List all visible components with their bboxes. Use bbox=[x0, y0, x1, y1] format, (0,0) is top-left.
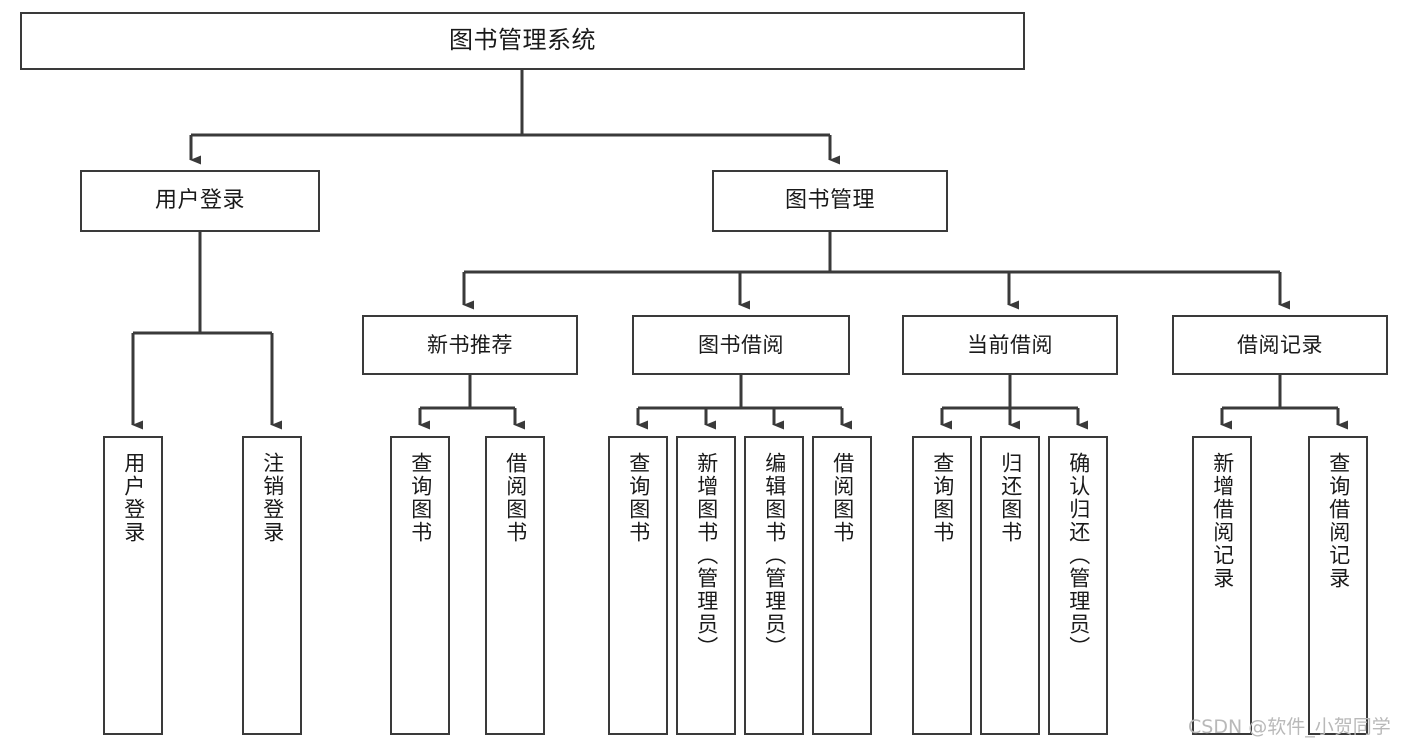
node-label: 注销登录 bbox=[260, 452, 285, 544]
node-label: 编辑图书（管理员） bbox=[762, 452, 787, 659]
node-label: 查询图书 bbox=[930, 452, 955, 544]
node-label: 借阅记录 bbox=[1237, 332, 1323, 357]
node-label: 借阅图书 bbox=[503, 452, 528, 544]
node-label: 用户登录 bbox=[154, 188, 245, 214]
node-label: 新书推荐 bbox=[427, 332, 513, 357]
node-label: 新增借阅记录 bbox=[1210, 452, 1235, 590]
node-label: 图书管理 bbox=[784, 188, 875, 214]
node-root-book-management-system[interactable]: 图书管理系统 bbox=[20, 12, 1025, 70]
node-label: 确认归还（管理员） bbox=[1066, 452, 1091, 659]
leaf-record-query-record[interactable]: 查询借阅记录 bbox=[1308, 436, 1368, 735]
node-label: 查询借阅记录 bbox=[1326, 452, 1351, 590]
leaf-new-book-query[interactable]: 查询图书 bbox=[390, 436, 450, 735]
node-label: 图书借阅 bbox=[698, 332, 784, 357]
node-label: 当前借阅 bbox=[967, 332, 1053, 357]
leaf-borrow-edit-book-admin[interactable]: 编辑图书（管理员） bbox=[744, 436, 804, 735]
leaf-current-return-book[interactable]: 归还图书 bbox=[980, 436, 1040, 735]
leaf-new-book-borrow[interactable]: 借阅图书 bbox=[485, 436, 545, 735]
leaf-borrow-add-book-admin[interactable]: 新增图书（管理员） bbox=[676, 436, 736, 735]
node-book-management[interactable]: 图书管理 bbox=[712, 170, 948, 232]
node-label: 归还图书 bbox=[998, 452, 1023, 544]
leaf-current-confirm-return-admin[interactable]: 确认归还（管理员） bbox=[1048, 436, 1108, 735]
node-book-borrow[interactable]: 图书借阅 bbox=[632, 315, 850, 375]
node-label: 图书管理系统 bbox=[449, 26, 596, 55]
node-label: 查询图书 bbox=[408, 452, 433, 544]
leaf-current-query-book[interactable]: 查询图书 bbox=[912, 436, 972, 735]
leaf-user-login-login[interactable]: 用户登录 bbox=[103, 436, 163, 735]
node-label: 新增图书（管理员） bbox=[694, 452, 719, 659]
leaf-borrow-query-book[interactable]: 查询图书 bbox=[608, 436, 668, 735]
leaf-user-login-logout[interactable]: 注销登录 bbox=[242, 436, 302, 735]
node-label: 用户登录 bbox=[121, 452, 146, 544]
node-user-login[interactable]: 用户登录 bbox=[80, 170, 320, 232]
node-new-book-recommend[interactable]: 新书推荐 bbox=[362, 315, 578, 375]
node-current-borrow[interactable]: 当前借阅 bbox=[902, 315, 1118, 375]
leaf-record-add-record[interactable]: 新增借阅记录 bbox=[1192, 436, 1252, 735]
leaf-borrow-borrow-book[interactable]: 借阅图书 bbox=[812, 436, 872, 735]
node-label: 查询图书 bbox=[626, 452, 651, 544]
node-label: 借阅图书 bbox=[830, 452, 855, 544]
node-borrow-record[interactable]: 借阅记录 bbox=[1172, 315, 1388, 375]
csdn-watermark: CSDN @软件_小贺同学 bbox=[1188, 716, 1391, 738]
